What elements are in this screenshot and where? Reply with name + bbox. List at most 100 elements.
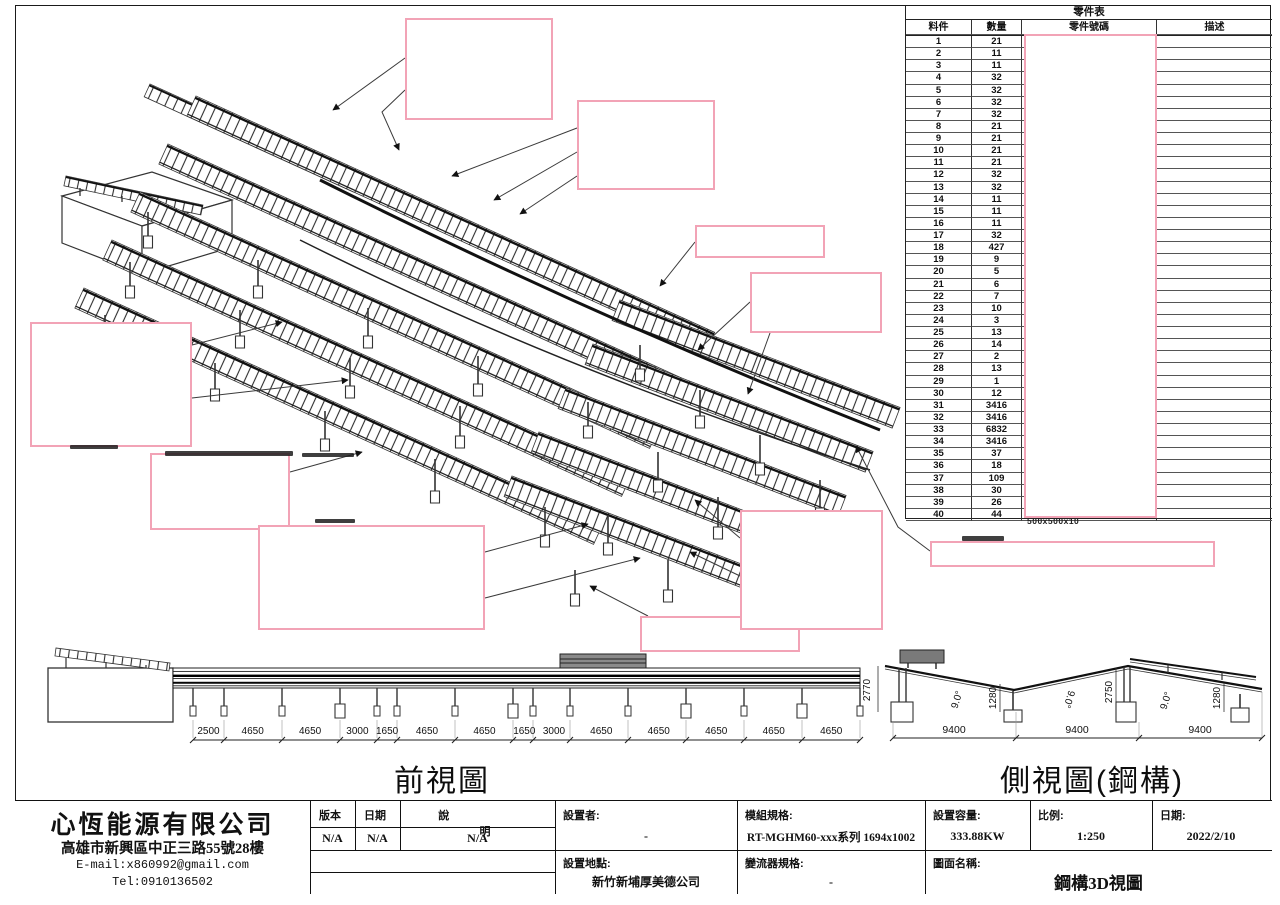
dimension-label: 1650 <box>375 726 399 737</box>
version-label: 版本 <box>319 810 341 822</box>
cell-desc <box>1157 448 1272 461</box>
height-dim-1280-right: 1280 <box>1212 686 1223 710</box>
redaction-callout-box <box>30 322 192 447</box>
cell-item: 39 <box>906 496 972 509</box>
col-header-part-no: 零件號碼 <box>1022 20 1157 35</box>
obscured-text-fragment <box>302 453 354 457</box>
obscured-text-fragment <box>70 445 118 449</box>
obscured-text-fragment <box>315 519 355 523</box>
cell-item: 6 <box>906 96 972 109</box>
module-spec-label: 模組規格: <box>745 810 793 822</box>
cell-desc <box>1157 109 1272 121</box>
version-value: N/A <box>322 831 343 845</box>
cell-desc <box>1157 169 1272 182</box>
dimension-label: 4650 <box>241 726 264 737</box>
obscured-text-fragment <box>962 536 1004 541</box>
cell-desc <box>1157 497 1272 509</box>
cell-qty: 44 <box>972 508 1022 521</box>
cell-desc <box>1157 424 1272 437</box>
cell-qty: 11 <box>972 60 1022 73</box>
dimension-label: 4650 <box>590 726 613 737</box>
cell-item: 37 <box>906 472 972 485</box>
cell-desc <box>1157 182 1272 194</box>
date-label: 日期: <box>1160 810 1186 822</box>
module-spec-value: RT-MGHM60-xxx系列 1694x1002 <box>746 832 916 844</box>
cell-desc <box>1157 194 1272 206</box>
cell-qty: 6832 <box>972 424 1022 437</box>
cell-desc <box>1157 376 1272 388</box>
side-view-title: 側視圖(鋼構) <box>1000 765 1184 798</box>
cell-qty: 18 <box>972 460 1022 473</box>
cell-qty: 32 <box>972 169 1022 182</box>
cell-item: 19 <box>906 254 972 267</box>
cell-qty: 13 <box>972 363 1022 376</box>
company-name: 心恆能源有限公司 <box>50 812 275 839</box>
location-label: 設置地點: <box>563 858 611 870</box>
cell-qty: 3416 <box>972 411 1022 424</box>
cell-qty: 11 <box>972 217 1022 230</box>
company-phone: Tel:0910136502 <box>112 875 213 889</box>
cell-item: 20 <box>906 266 972 279</box>
dimension-label: 2500 <box>197 726 220 737</box>
dimension-label: 4650 <box>299 726 322 737</box>
redaction-callout-box <box>405 18 553 120</box>
height-dim-2750: 2750 <box>1104 680 1115 704</box>
cell-item: 1 <box>906 36 972 49</box>
cell-item: 13 <box>906 181 972 194</box>
drawing-name-label: 圖面名稱: <box>933 858 981 870</box>
cell-desc <box>1157 473 1272 485</box>
col-header-item: 料件 <box>906 20 972 35</box>
cell-item: 17 <box>906 230 972 243</box>
redaction-callout-box <box>740 510 883 630</box>
cell-qty: 32 <box>972 96 1022 109</box>
divider <box>555 801 556 894</box>
cell-qty: 37 <box>972 448 1022 461</box>
company-email: E-mail:x860992@gmail.com <box>76 858 249 872</box>
cell-desc <box>1157 60 1272 73</box>
desc-value: N/A <box>467 831 488 845</box>
cell-item: 27 <box>906 351 972 364</box>
divider <box>310 801 311 894</box>
capacity-label: 設置容量: <box>933 810 981 822</box>
divider <box>310 850 1272 851</box>
redaction-callout-box <box>750 272 882 333</box>
cell-qty: 32 <box>972 84 1022 97</box>
cell-qty: 3416 <box>972 436 1022 449</box>
date-value: 2022/2/10 <box>1186 829 1236 843</box>
cell-qty: 6 <box>972 278 1022 291</box>
cell-desc <box>1157 412 1272 424</box>
cell-qty: 21 <box>972 120 1022 133</box>
height-dim-1280-left: 1280 <box>988 686 999 710</box>
cell-item: 38 <box>906 484 972 497</box>
cell-item: 22 <box>906 290 972 303</box>
cell-qty: 3 <box>972 314 1022 327</box>
redaction-callout-box <box>930 541 1215 567</box>
divider <box>737 801 738 894</box>
cell-item: 9 <box>906 133 972 146</box>
cell-desc <box>1157 303 1272 315</box>
cell-desc <box>1157 485 1272 497</box>
scale-value: 1:250 <box>1077 829 1105 843</box>
cell-desc <box>1157 351 1272 364</box>
cell-desc <box>1157 97 1272 109</box>
cell-qty: 11 <box>972 205 1022 218</box>
cell-desc <box>1157 85 1272 97</box>
divider <box>925 801 926 894</box>
cell-qty: 7 <box>972 290 1022 303</box>
cell-qty: 32 <box>972 230 1022 243</box>
cell-item: 12 <box>906 169 972 182</box>
cell-qty: 109 <box>972 472 1022 485</box>
divider <box>1030 801 1031 850</box>
cell-desc <box>1157 121 1272 133</box>
cell-qty: 11 <box>972 193 1022 206</box>
cell-desc <box>1157 509 1272 521</box>
cell-item: 11 <box>906 157 972 170</box>
cell-qty: 1 <box>972 375 1022 388</box>
cell-desc <box>1157 315 1272 327</box>
installer-label: 設置者: <box>563 810 600 822</box>
cell-desc <box>1157 436 1272 449</box>
dimension-label: 1650 <box>513 726 536 737</box>
cell-desc <box>1157 230 1272 243</box>
cell-item: 35 <box>906 448 972 461</box>
